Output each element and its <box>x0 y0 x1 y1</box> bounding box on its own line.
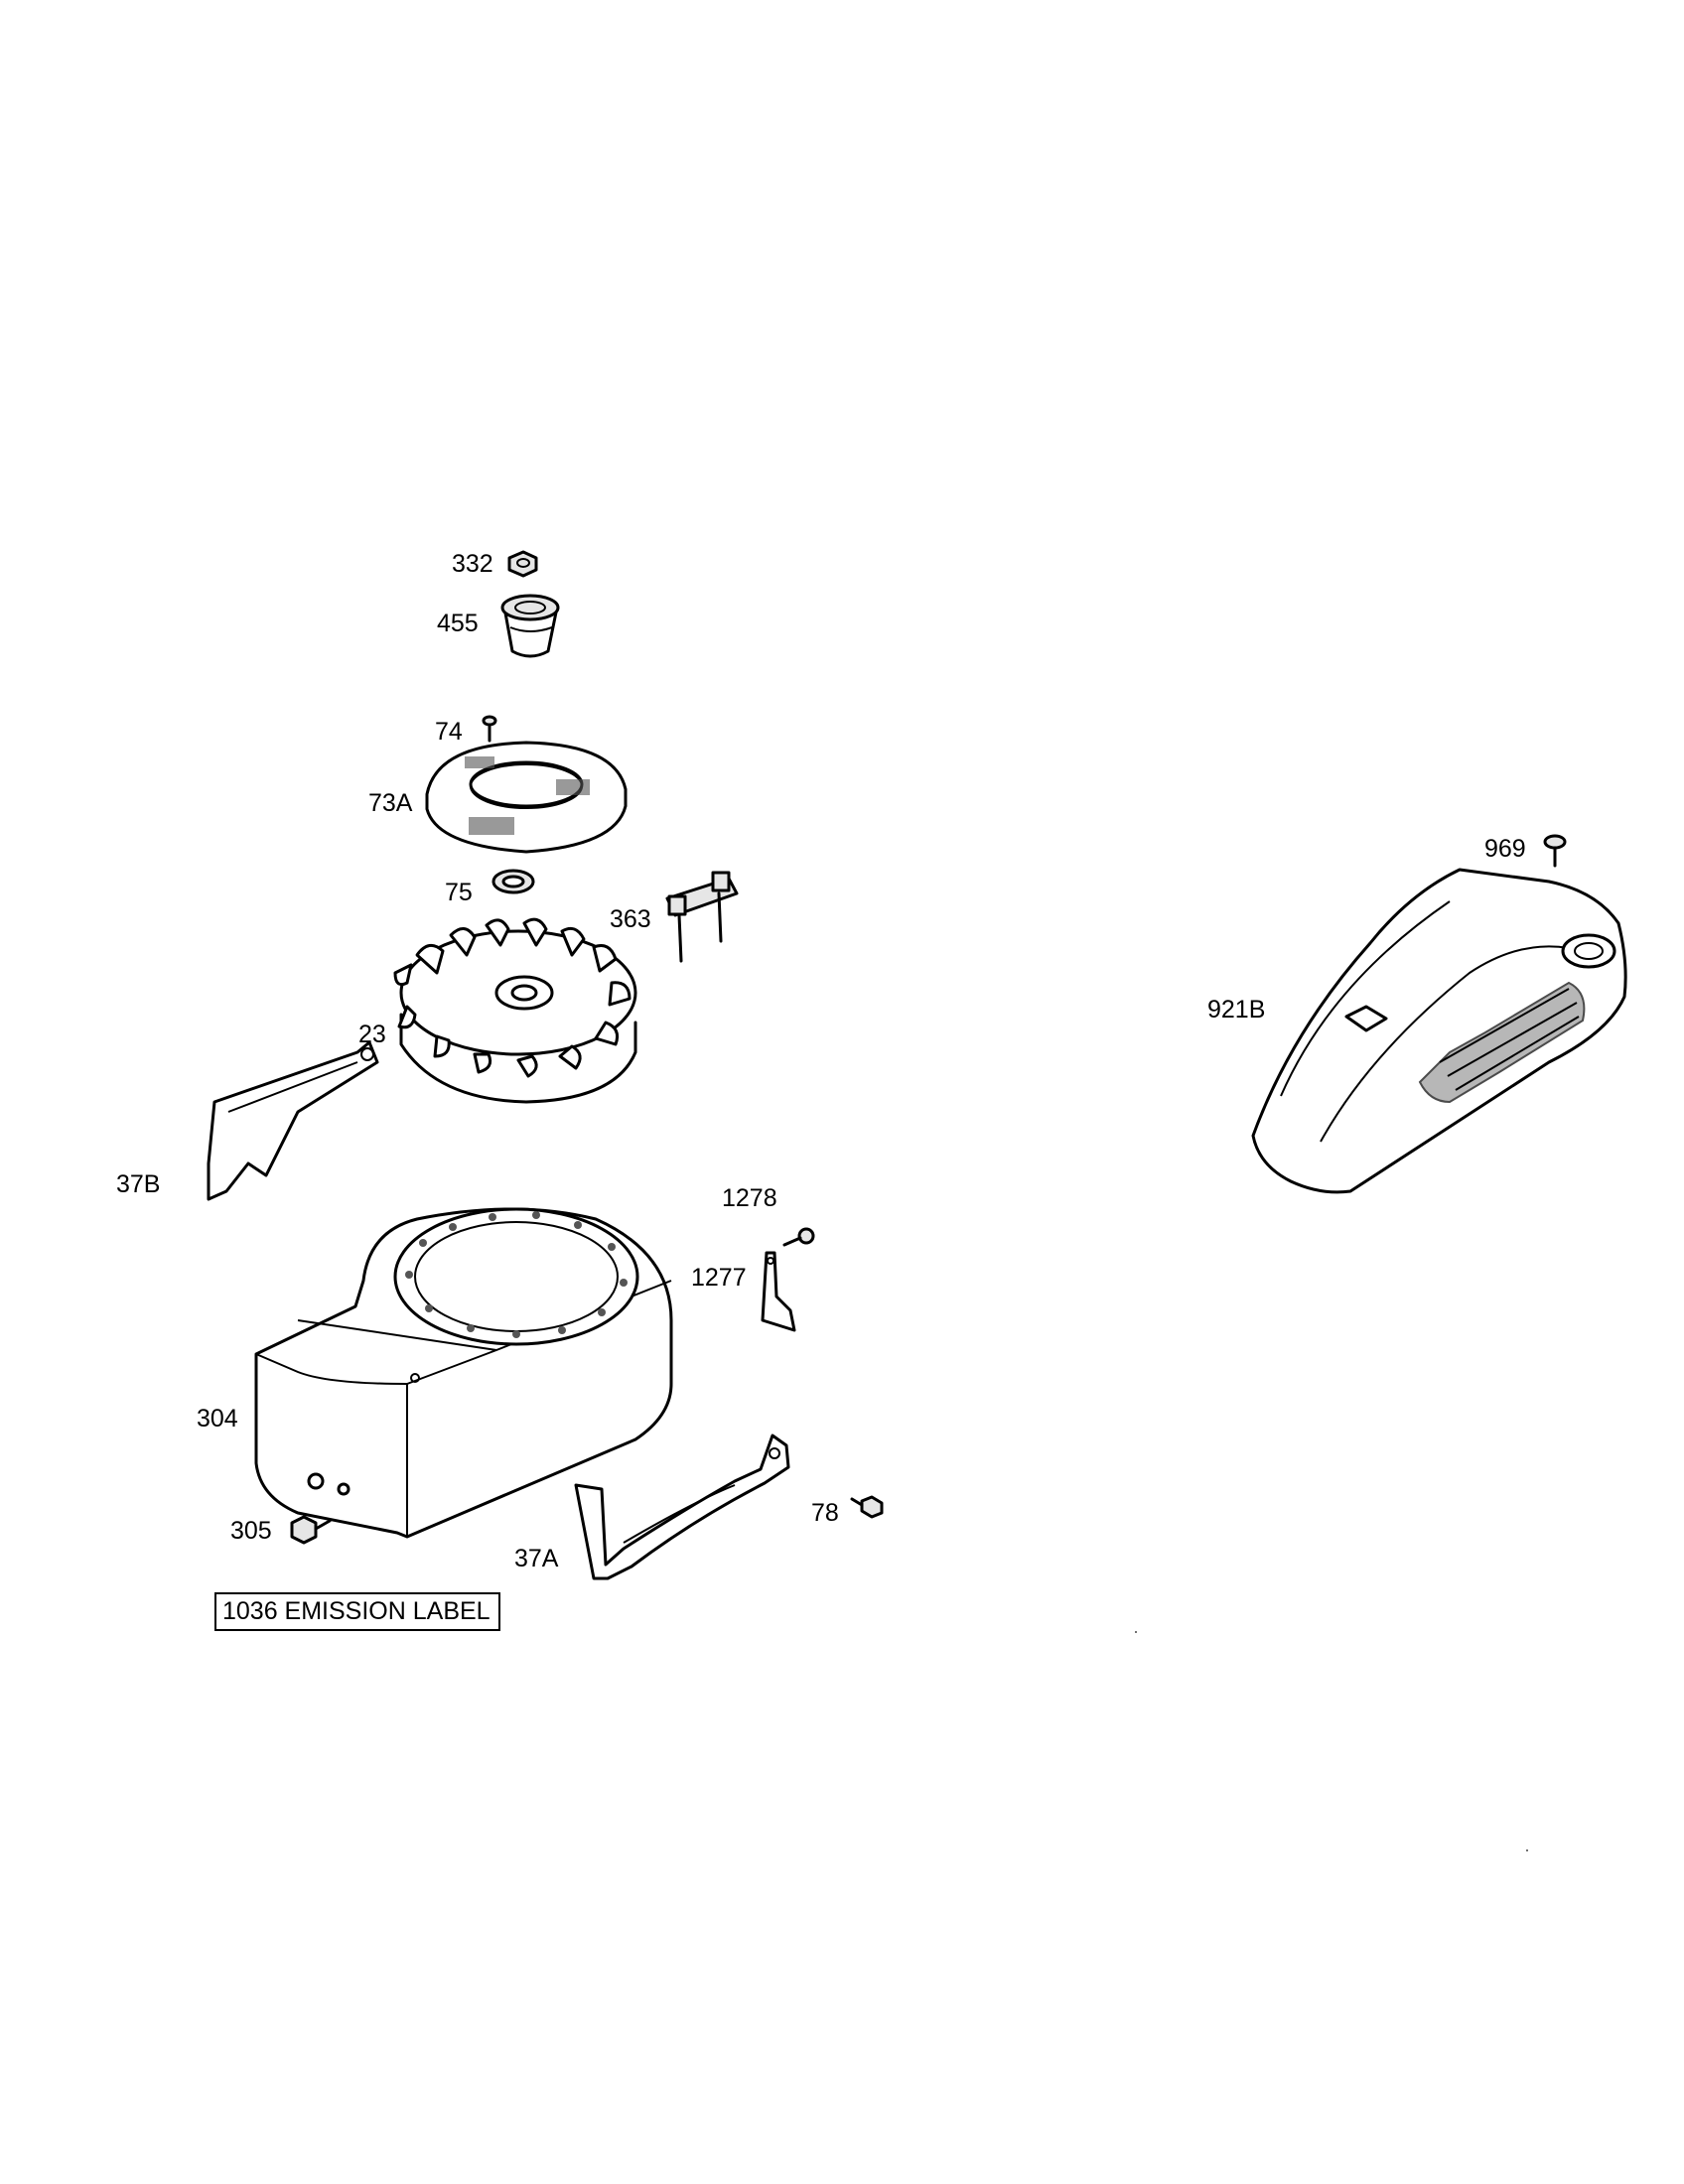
callout-73a: 73A <box>368 789 413 817</box>
speck-mark <box>1526 1849 1528 1851</box>
screw-1278-drawing <box>782 1227 815 1247</box>
housing-304-drawing <box>254 1207 673 1539</box>
callout-921b: 921B <box>1207 996 1266 1024</box>
speck-mark <box>1135 1631 1137 1633</box>
emission-label-note: 1036 EMISSION LABEL <box>214 1592 500 1631</box>
cover-921b-drawing <box>1251 868 1627 1194</box>
callout-1277: 1277 <box>691 1264 747 1292</box>
callout-1278: 1278 <box>722 1184 777 1212</box>
plate-1277-drawing <box>761 1251 796 1332</box>
callout-78: 78 <box>811 1499 839 1527</box>
callout-363: 363 <box>610 905 651 933</box>
baffle-37a-drawing <box>574 1433 790 1580</box>
callout-332: 332 <box>452 550 493 578</box>
bolt-78-drawing <box>850 1495 884 1519</box>
screw-969-drawing <box>1543 834 1567 868</box>
callout-37b: 37B <box>116 1170 161 1198</box>
flywheel-23-drawing <box>393 917 637 1104</box>
callout-75: 75 <box>445 879 473 906</box>
cup-455-drawing <box>500 594 560 658</box>
baffle-37b-drawing <box>207 1040 379 1201</box>
callout-455: 455 <box>437 610 479 637</box>
nut-332-drawing <box>507 550 538 578</box>
callout-74: 74 <box>435 718 463 746</box>
washer-75-drawing <box>491 869 535 894</box>
callout-969: 969 <box>1484 835 1526 863</box>
bracket-363-drawing <box>665 871 739 963</box>
callout-305: 305 <box>230 1517 272 1545</box>
callout-23: 23 <box>358 1021 386 1048</box>
bolt-305-drawing <box>290 1515 332 1545</box>
screen-73a-drawing <box>425 741 628 854</box>
screw-74-drawing <box>482 715 497 743</box>
callout-304: 304 <box>197 1405 238 1433</box>
callout-37a: 37A <box>514 1545 559 1572</box>
